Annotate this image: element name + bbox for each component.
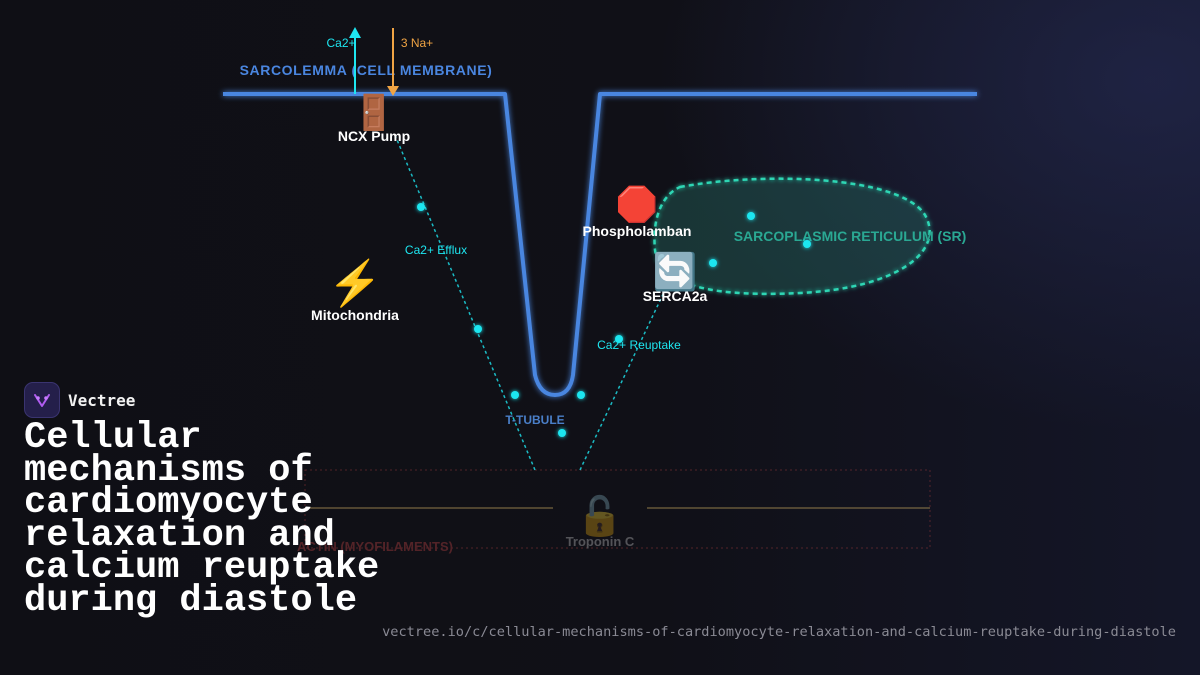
efflux-pathway (394, 134, 536, 471)
page-title: Cellular mechanisms of cardiomyocyte rel… (24, 417, 380, 622)
mito-label: Mitochondria (311, 307, 399, 323)
ncx-label: NCX Pump (338, 128, 410, 144)
unlocked-padlock-icon: 🔓 (576, 494, 623, 538)
calcium-ion (577, 391, 585, 399)
ttubule-label: T-TUBULE (505, 413, 564, 427)
calcium-ion (709, 259, 717, 267)
efflux-label: Ca2+ Efflux (405, 243, 467, 257)
vectree-logo-icon (24, 382, 60, 418)
sr-label: SARCOPLASMIC RETICULUM (SR) (734, 228, 967, 244)
ca-out-arrowhead (349, 27, 361, 38)
myofilament-box (304, 469, 931, 549)
lightning-icon: ⚡ (328, 258, 383, 309)
source-url[interactable]: vectree.io/c/cellular-mechanisms-of-card… (382, 624, 1176, 640)
troponin-label: Troponin C (566, 534, 635, 549)
sarcolemma-membrane (223, 92, 977, 397)
cycle-arrows-icon: 🔄 (653, 251, 698, 292)
calcium-ion (615, 335, 623, 343)
myofilament-region: ACTIN (MYOFILAMENTS) 🔓 Troponin C (297, 469, 931, 554)
calcium-ion (474, 325, 482, 333)
stop-sign-icon: 🛑 (616, 185, 658, 224)
ca-out-label: Ca2+ (326, 36, 355, 50)
sarcoplasmic-reticulum (653, 177, 931, 296)
door-icon: 🚪 (353, 93, 395, 132)
serca-label: SERCA2a (643, 288, 708, 304)
calcium-ion (747, 212, 755, 220)
calcium-ion (511, 391, 519, 399)
plb-label: Phospholamban (583, 223, 692, 239)
brand[interactable]: Vectree (24, 382, 135, 418)
calcium-ions (417, 203, 811, 437)
na-in-label: 3 Na+ (401, 36, 433, 50)
calcium-ion (803, 240, 811, 248)
brand-name: Vectree (68, 390, 136, 410)
calcium-ion (417, 203, 425, 211)
reuptake-label: Ca2+ Reuptake (597, 338, 681, 352)
reuptake-pathway (579, 289, 666, 471)
na-in-arrowhead (387, 86, 399, 96)
calcium-ion (558, 429, 566, 437)
myofilament-label: ACTIN (MYOFILAMENTS) (297, 539, 453, 554)
membrane-label: SARCOLEMMA (CELL MEMBRANE) (240, 62, 493, 78)
